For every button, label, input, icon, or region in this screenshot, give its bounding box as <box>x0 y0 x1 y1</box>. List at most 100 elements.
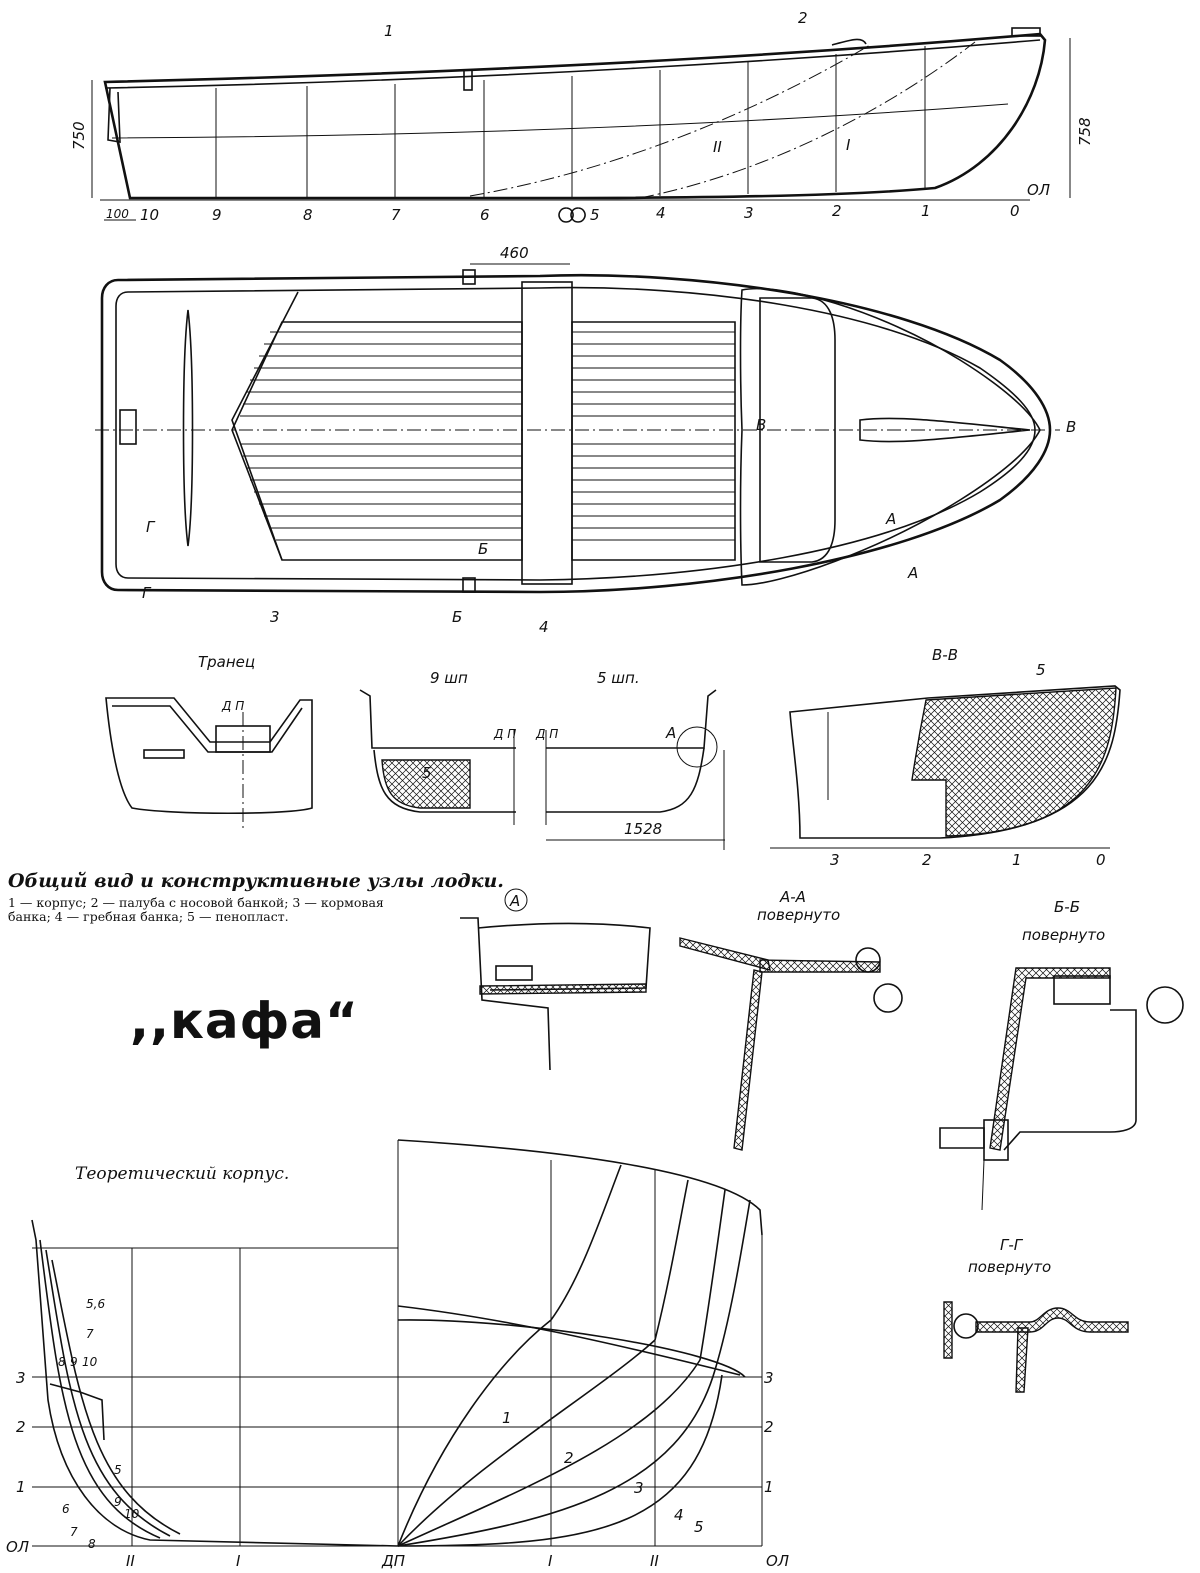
stern-frame-8b: 8 <box>88 1537 96 1551</box>
stern-frame-8: 8 <box>58 1355 66 1369</box>
bottom-II-left: II <box>126 1552 135 1570</box>
vv-st-3: 3 <box>830 851 840 869</box>
vv-foam-5: 5 <box>1036 661 1046 679</box>
vv-st-2: 2 <box>922 851 932 869</box>
detail-A-label: А <box>509 892 520 910</box>
detail-AA: А-А повернуто <box>679 888 903 1151</box>
stern-frame-5b: 5 <box>114 1463 122 1477</box>
station-1: 1 <box>921 202 931 220</box>
transom-title: Транец <box>198 653 255 671</box>
callout-2: 2 <box>798 9 808 27</box>
waterline-label: ОЛ <box>1027 181 1050 199</box>
chine-line <box>111 103 1009 139</box>
station-8: 8 <box>303 206 313 224</box>
vv-st-1: 1 <box>1012 851 1022 869</box>
bow-deck-plan <box>739 287 1041 586</box>
transom-section: Транец Д П <box>105 653 313 830</box>
callout-1: 1 <box>384 22 394 40</box>
stern-frame-6b: 6 <box>62 1502 70 1516</box>
wl-right-ol: ОЛ <box>766 1552 789 1570</box>
wl-right-2: 2 <box>764 1418 774 1436</box>
bb-sub: повернуто <box>1022 926 1105 944</box>
wl-right-3: 3 <box>764 1369 774 1387</box>
bow-frame-5: 5 <box>694 1518 704 1536</box>
mark-a2: А <box>907 564 918 582</box>
frame9-foam-5: 5 <box>422 764 432 782</box>
bow-deck <box>831 38 867 46</box>
bow-frame-2: 2 <box>564 1449 574 1467</box>
rowing-thwart <box>521 281 573 585</box>
plan-view: 460 3 4 В В Г Г Б Б А А <box>95 244 1076 636</box>
caption-legend: 1 — корпус; 2 — палуба с носовой банкой;… <box>8 895 384 924</box>
station-labels: 10 9 8 7 6 5 4 3 2 1 0 <box>140 202 1020 224</box>
plan-inner-outline <box>115 286 1036 581</box>
frame5-title: 5 шп. <box>597 669 640 687</box>
detail-A: А <box>460 888 651 1071</box>
bottom-II-right: II <box>650 1552 659 1570</box>
aa-sub: повернуто <box>757 906 840 924</box>
sheer-line <box>104 39 1041 89</box>
station-4: 4 <box>656 204 666 222</box>
bb-title: Б-Б <box>1054 898 1080 916</box>
station-3: 3 <box>744 204 754 222</box>
frame-cl-1: Д П <box>493 727 516 741</box>
theoretical-hull <box>31 1139 763 1547</box>
vv-st-0: 0 <box>1096 851 1106 869</box>
buttock-I: I <box>846 136 851 154</box>
stern-frame-9: 9 <box>70 1355 78 1369</box>
frame-cl-2: Д П <box>535 727 558 741</box>
caption-title: Общий вид и конструктивные узлы лодки. <box>8 870 504 892</box>
station-9: 9 <box>212 206 222 224</box>
gg-title: Г-Г <box>1000 1236 1024 1254</box>
mark-a1: А <box>885 510 896 528</box>
bow-frame-4: 4 <box>674 1506 684 1524</box>
transom-stern <box>107 87 121 143</box>
floor-grating <box>231 321 736 561</box>
dim-stern-height: 750 <box>70 121 88 150</box>
aa-title: А-А <box>779 888 806 906</box>
bottom-I-left: I <box>236 1552 241 1570</box>
bottom-I-right: I <box>548 1552 553 1570</box>
bow-cleat <box>1011 27 1041 37</box>
brand-title: ,,кафа“ <box>130 992 359 1050</box>
mark-v1: В <box>756 416 766 434</box>
wl-right-1: 1 <box>764 1478 774 1496</box>
wl-left-2: 2 <box>16 1418 26 1436</box>
station-2: 2 <box>832 202 842 220</box>
vv-title: В-В <box>932 646 958 664</box>
station-6: 6 <box>480 206 490 224</box>
dim-stern-offset: 100 <box>106 207 129 221</box>
stern-frame-10b: 10 <box>124 1507 140 1521</box>
mark-b1: Б <box>478 540 488 558</box>
callout-4: 4 <box>539 618 549 636</box>
gg-sub: повернуто <box>968 1258 1051 1276</box>
theoretical-hull-title: Теоретический корпус. <box>75 1164 290 1184</box>
station-5: 5 <box>590 206 600 224</box>
bottom-dp: ДП <box>381 1552 405 1570</box>
station-10: 10 <box>140 206 159 224</box>
plan-hull-outline <box>100 273 1052 594</box>
callout-3: 3 <box>270 608 280 626</box>
transom-mount <box>119 409 137 445</box>
mark-b2: Б <box>452 608 462 626</box>
dim-bow-height: 758 <box>1076 117 1094 146</box>
wl-left-3: 3 <box>16 1369 26 1387</box>
stern-frame-56: 5,6 <box>86 1297 105 1311</box>
side-view: 1 2 750 758 100 ОЛ II I 10 9 8 7 6 5 4 3… <box>70 9 1094 224</box>
stern-frame-7b: 7 <box>70 1525 78 1539</box>
oar <box>182 309 194 547</box>
frame9-title: 9 шп <box>430 669 468 687</box>
stern-frame-10: 10 <box>82 1355 98 1369</box>
detail-BB: Б-Б повернуто <box>939 898 1184 1211</box>
wl-left-1: 1 <box>16 1478 26 1496</box>
vv-section: В-В 5 3 2 1 0 <box>770 646 1121 869</box>
bow-frame-3: 3 <box>634 1479 644 1497</box>
station-7: 7 <box>391 206 401 224</box>
stern-frame-9b: 9 <box>114 1495 122 1509</box>
dim-1528: 1528 <box>624 820 662 838</box>
mark-v2: В <box>1066 418 1076 436</box>
bow-frame-1: 1 <box>502 1409 512 1427</box>
stern-frame-7: 7 <box>86 1327 94 1341</box>
